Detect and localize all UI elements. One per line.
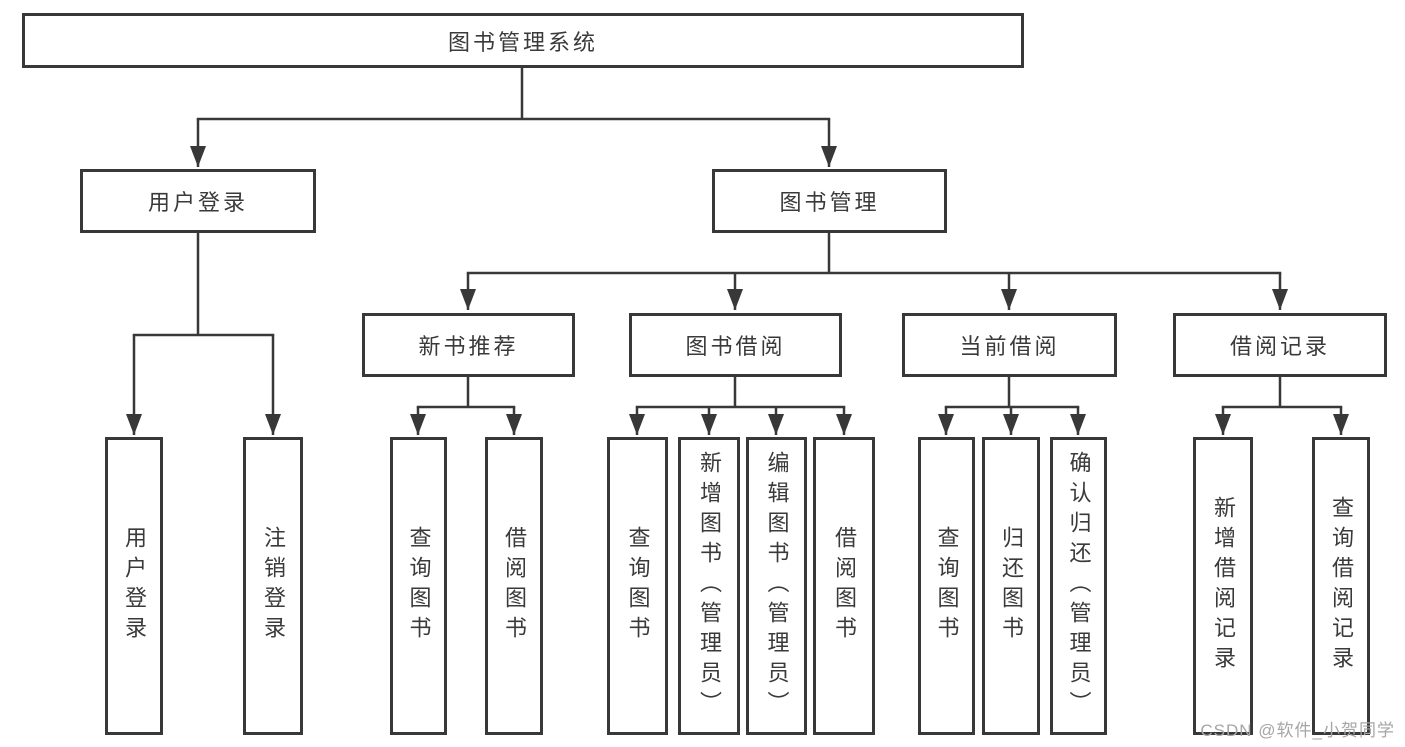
connector-book-management: [466, 231, 1282, 275]
node-new-book-recommend: 新书推荐: [362, 313, 575, 377]
node-borrow-records-label: 借阅记录: [1229, 334, 1330, 359]
node-book-management: 图书管理: [712, 169, 947, 233]
node-leaf-borrow-books-2: 借阅图书: [813, 437, 875, 735]
connector-current-borrow: [944, 375, 1080, 409]
node-leaf-add-borrow-record: 新增借阅记录: [1193, 437, 1253, 735]
node-root-label: 图书管理系统: [447, 29, 598, 55]
node-leaf-add-book-admin-label: 新增图书（管理员）: [697, 451, 722, 721]
node-leaf-query-books-1-label: 查询图书: [406, 526, 432, 646]
node-borrow-records: 借阅记录: [1173, 313, 1387, 377]
csdn-watermark: CSDN @软件_小贺同学: [1200, 721, 1395, 740]
node-leaf-query-books-2-label: 查询图书: [625, 526, 651, 646]
connector-borrow-record: [1221, 375, 1343, 409]
node-leaf-query-borrow-record-label: 查询借阅记录: [1329, 496, 1354, 676]
node-leaf-query-books-3: 查询图书: [918, 437, 975, 735]
node-leaf-user-login: 用户登录: [105, 437, 163, 735]
node-book-borrow: 图书借阅: [629, 313, 842, 377]
node-leaf-query-books-3-label: 查询图书: [934, 526, 960, 646]
node-leaf-borrow-books-1-label: 借阅图书: [502, 526, 527, 646]
node-leaf-edit-book-admin: 编辑图书（管理员）: [746, 437, 807, 735]
node-leaf-borrow-books-2-label: 借阅图书: [832, 526, 857, 646]
node-new-book-recommend-label: 新书推荐: [418, 334, 519, 359]
connector-book-borrow: [635, 375, 846, 409]
node-leaf-add-book-admin: 新增图书（管理员）: [678, 437, 740, 735]
node-leaf-logout-label: 注销登录: [261, 526, 286, 646]
node-leaf-return-book-label: 归还图书: [999, 526, 1024, 646]
connector-user-login: [132, 231, 275, 337]
node-leaf-query-borrow-record: 查询借阅记录: [1312, 437, 1370, 735]
node-current-borrow: 当前借阅: [902, 313, 1117, 377]
node-leaf-logout: 注销登录: [243, 437, 303, 735]
node-user-login: 用户登录: [80, 169, 316, 233]
node-book-borrow-label: 图书借阅: [685, 334, 786, 359]
node-leaf-confirm-return-admin-label: 确认归还（管理员）: [1066, 451, 1092, 721]
node-root: 图书管理系统: [22, 13, 1024, 68]
connector-root: [196, 66, 831, 121]
node-book-management-label: 图书管理: [779, 190, 880, 215]
node-leaf-user-login-label: 用户登录: [122, 526, 147, 646]
node-leaf-query-books-2: 查询图书: [607, 437, 668, 735]
node-leaf-query-books-1: 查询图书: [390, 437, 447, 735]
node-current-borrow-label: 当前借阅: [959, 334, 1060, 359]
node-leaf-borrow-books-1: 借阅图书: [485, 437, 543, 735]
node-leaf-confirm-return-admin: 确认归还（管理员）: [1050, 437, 1107, 735]
node-leaf-edit-book-admin-label: 编辑图书（管理员）: [764, 451, 790, 721]
node-leaf-return-book: 归还图书: [982, 437, 1040, 735]
node-leaf-add-borrow-record-label: 新增借阅记录: [1211, 496, 1236, 676]
node-user-login-label: 用户登录: [147, 190, 248, 215]
connector-new-book: [416, 375, 516, 409]
